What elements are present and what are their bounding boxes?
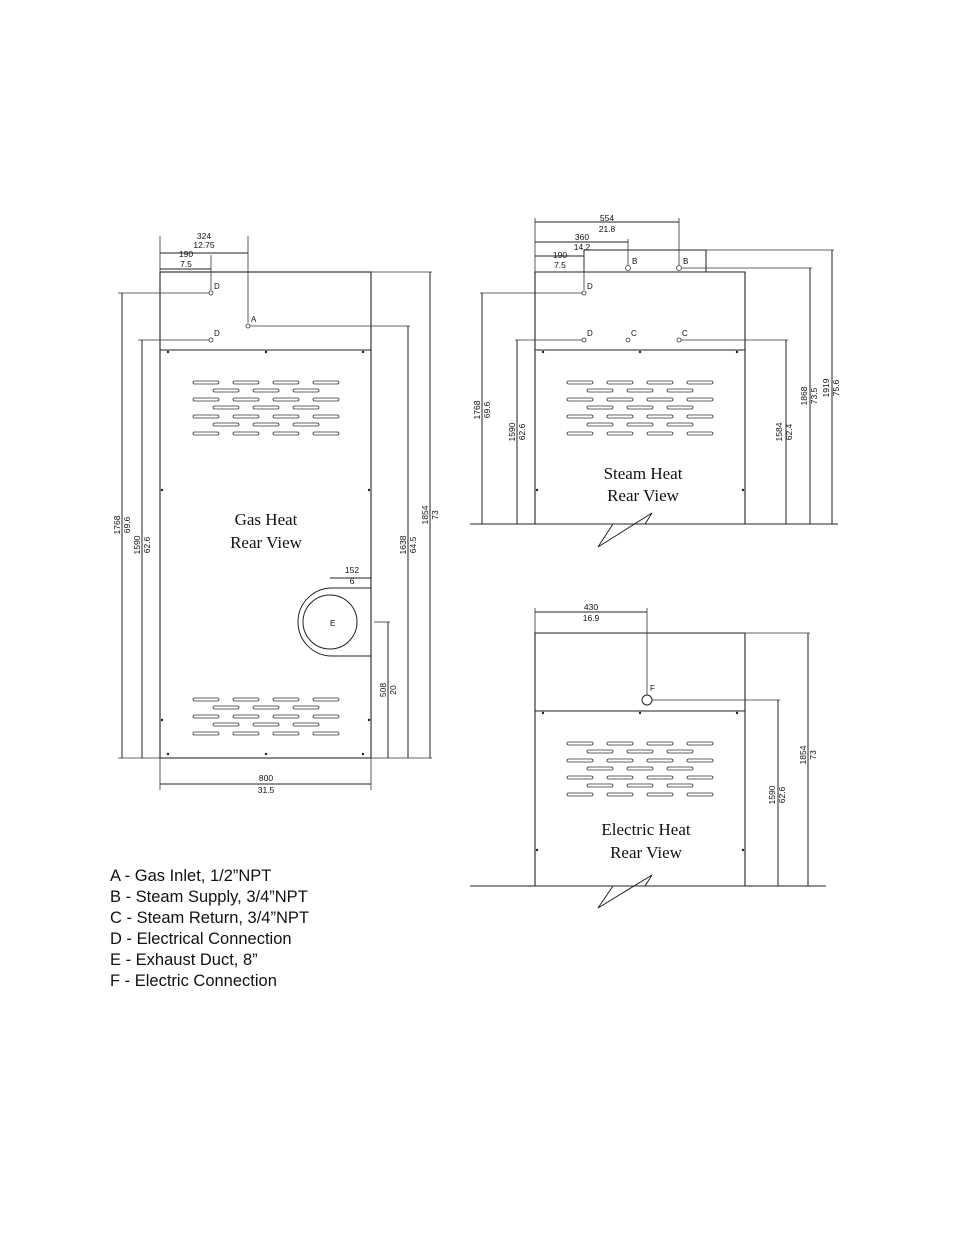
gas-dim-1854-in: 73 <box>430 510 440 520</box>
electric-heat-rear-view: F 430 16.9 1590 62.6 1854 73 Electric He… <box>470 602 826 909</box>
gas-upper-louvers <box>192 380 340 436</box>
steam-dim-554-in: 21.8 <box>599 224 616 234</box>
electric-label-f: F <box>650 684 655 693</box>
gas-label-e: E <box>330 619 335 628</box>
electric-dim-430-in: 16.9 <box>583 613 600 623</box>
gas-exhaust-duct <box>297 587 390 657</box>
steam-connection-b-right <box>676 265 682 271</box>
gas-dim-1854-mm: 1854 <box>420 505 430 524</box>
electric-louvers <box>566 741 714 797</box>
gas-label-d-upper: D <box>214 282 220 291</box>
electric-panel-screws <box>535 711 745 852</box>
gas-dim-324-mm: 324 <box>197 231 211 241</box>
gas-dim-152-in: 6 <box>350 576 355 586</box>
steam-floor-break <box>470 512 838 548</box>
steam-connection-b-left <box>625 265 631 271</box>
steam-dim-190-mm: 190 <box>553 250 567 260</box>
gas-dim-324-in: 12.75 <box>193 240 215 250</box>
connection-legend: A - Gas Inlet, 1/2”NPT B - Steam Supply,… <box>110 866 309 992</box>
legend-item-e: E - Exhaust Duct, 8” <box>110 951 258 969</box>
legend-item-d: D - Electrical Connection <box>110 930 292 948</box>
gas-view-title-line2: Rear View <box>230 533 303 552</box>
steam-label-b-left: B <box>632 257 637 266</box>
steam-dim-1768-in: 69.6 <box>482 401 492 418</box>
steam-dimension-lines <box>481 221 833 524</box>
steam-dim-1590-in: 62.6 <box>517 423 527 440</box>
steam-label-d-upper: D <box>587 282 593 291</box>
steam-view-title-line2: Rear View <box>607 486 680 505</box>
steam-label-c-left: C <box>631 329 637 338</box>
steam-dim-1768-mm: 1768 <box>472 400 482 419</box>
steam-heat-rear-view: B B D D C C 554 21 <box>470 213 841 548</box>
gas-dim-190-mm: 190 <box>179 249 193 259</box>
legend-item-a: A - Gas Inlet, 1/2”NPT <box>110 867 272 885</box>
electric-dim-1590-mm: 1590 <box>767 785 777 804</box>
gas-dimension-lines <box>121 252 431 785</box>
gas-dim-1590-mm: 1590 <box>132 535 142 554</box>
gas-heat-rear-view: E D A D <box>112 231 440 795</box>
steam-label-d-lower: D <box>587 329 593 338</box>
electric-dim-430-mm: 430 <box>584 602 598 612</box>
electric-dim-1854-mm: 1854 <box>798 745 808 764</box>
steam-dim-190-in: 7.5 <box>554 260 566 270</box>
electric-view-title-line1: Electric Heat <box>601 820 690 839</box>
steam-louvers <box>566 380 714 436</box>
steam-dim-1590-mm: 1590 <box>507 422 517 441</box>
gas-dim-152-mm: 152 <box>345 565 359 575</box>
steam-dim-360-in: 14.2 <box>574 242 591 252</box>
gas-extension-lines <box>118 236 432 790</box>
gas-dim-1768-in: 69.6 <box>122 516 132 533</box>
steam-dim-1584-mm: 1584 <box>774 422 784 441</box>
steam-panel-screws <box>535 350 745 492</box>
gas-dim-1638-mm: 1638 <box>398 535 408 554</box>
gas-dim-190-in: 7.5 <box>180 259 192 269</box>
steam-view-title-line1: Steam Heat <box>604 464 683 483</box>
electric-dimension-lines <box>535 611 809 886</box>
steam-label-b-right: B <box>683 257 688 266</box>
electric-view-title-line2: Rear View <box>610 843 683 862</box>
gas-dim-508-in: 20 <box>388 685 398 695</box>
gas-dim-508-mm: 508 <box>378 683 388 697</box>
gas-label-a: A <box>251 315 257 324</box>
steam-dim-1584-in: 62.4 <box>784 423 794 440</box>
gas-dim-800-in: 31.5 <box>258 785 275 795</box>
steam-dim-360-mm: 360 <box>575 232 589 242</box>
steam-extension-lines <box>480 218 834 341</box>
legend-item-c: C - Steam Return, 3/4”NPT <box>110 909 309 927</box>
gas-view-title-line1: Gas Heat <box>235 510 298 529</box>
steam-dim-1919-mm: 1919 <box>821 378 831 397</box>
steam-dim-1868-mm: 1868 <box>799 386 809 405</box>
gas-dim-800-mm: 800 <box>259 773 273 783</box>
steam-dim-554-mm: 554 <box>600 213 614 223</box>
electric-dim-1854-in: 73 <box>808 750 818 760</box>
gas-dim-1638-in: 64.5 <box>408 536 418 553</box>
steam-dim-1868-in: 73.5 <box>809 387 819 404</box>
gas-panel-screws <box>160 350 371 756</box>
legend-item-b: B - Steam Supply, 3/4”NPT <box>110 888 308 906</box>
gas-lower-louvers <box>192 697 340 736</box>
electric-floor-break <box>470 874 826 909</box>
electric-dim-1590-in: 62.6 <box>777 786 787 803</box>
steam-connection-c-left <box>625 337 631 343</box>
gas-dim-1590-in: 62.6 <box>142 536 152 553</box>
legend-item-f: F - Electric Connection <box>110 972 277 990</box>
gas-label-d-lower: D <box>214 329 220 338</box>
steam-label-c-right: C <box>682 329 688 338</box>
steam-cabinet-outline <box>534 271 746 524</box>
steam-dim-1919-in: 75.6 <box>831 379 841 396</box>
electric-cabinet-outline <box>534 632 746 886</box>
gas-dim-1768-mm: 1768 <box>112 515 122 534</box>
